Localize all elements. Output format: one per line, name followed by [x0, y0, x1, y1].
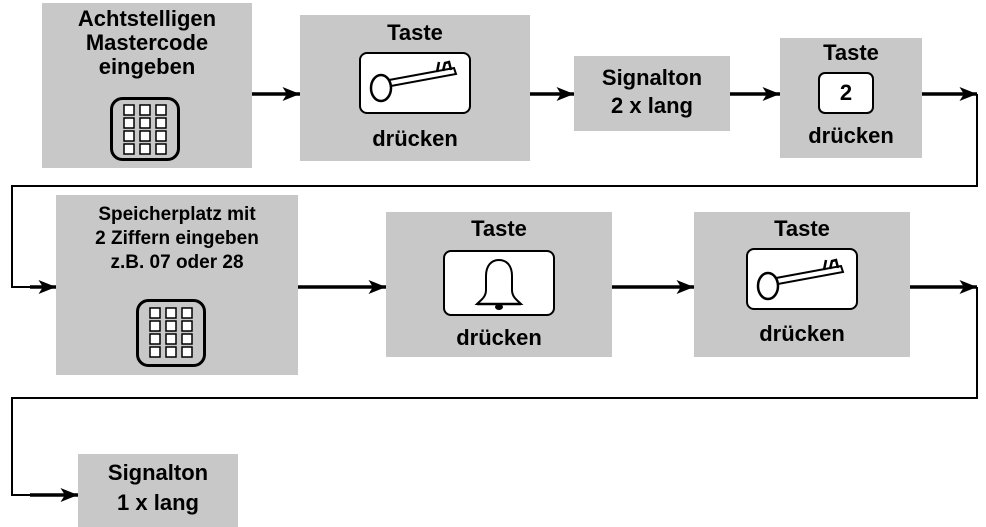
- step-press-bell-button: Taste drücken: [386, 212, 612, 357]
- step-label: Signalton 1 x lang: [107, 460, 209, 515]
- step-action: drücken: [759, 321, 845, 346]
- step-title: Taste: [774, 216, 830, 241]
- key-label: 2: [839, 80, 853, 105]
- step-label: Achtstelligen Mastercode eingeben: [77, 6, 217, 79]
- step-action: drücken: [372, 126, 458, 151]
- key-icon: [359, 52, 471, 114]
- step-action: drücken: [456, 325, 542, 350]
- step-title: Taste: [387, 20, 443, 45]
- step-label: Signalton 2 x lang: [601, 65, 703, 118]
- step-press-key-button-2: Taste drücken: [694, 212, 910, 357]
- bell-icon: [443, 250, 555, 316]
- step-action: drücken: [808, 123, 894, 148]
- wrap-line-1: [11, 94, 978, 288]
- step-press-key-button: Taste drücken: [300, 15, 530, 161]
- step-press-key-2: Taste 2 drücken: [780, 38, 922, 158]
- step-title: Taste: [823, 40, 879, 65]
- key-icon: [746, 248, 858, 310]
- step-label: Speicherplatz mit 2 Ziffern eingeben z.B…: [95, 204, 259, 273]
- step-title: Taste: [471, 216, 527, 241]
- keypad-icon: [110, 97, 180, 161]
- number-key-icon: 2: [818, 72, 874, 114]
- step-enter-mastercode: Achtstelligen Mastercode eingeben: [42, 3, 252, 168]
- step-enter-memory-slot: Speicherplatz mit 2 Ziffern eingeben z.B…: [56, 195, 298, 375]
- step-signal-1x-long: Signalton 1 x lang: [78, 454, 238, 527]
- step-signal-2x-long: Signalton 2 x lang: [574, 56, 730, 131]
- keypad-icon: [136, 299, 206, 367]
